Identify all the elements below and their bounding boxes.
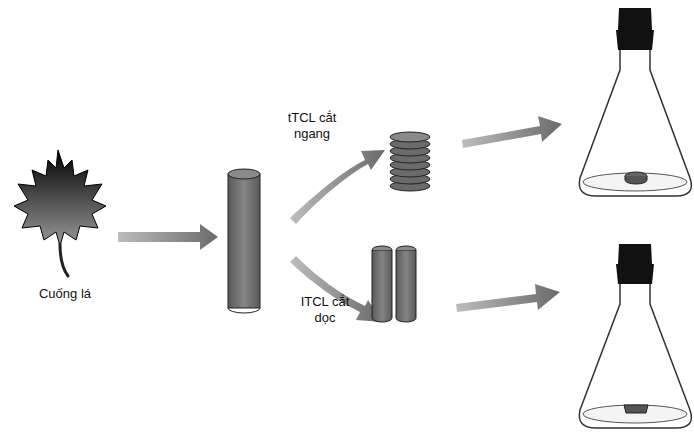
disc-stack	[390, 132, 430, 191]
label: Cuống lá	[20, 286, 110, 302]
arrow	[456, 116, 562, 312]
arrow	[118, 224, 218, 250]
label: ITCL cắt dọc	[289, 294, 361, 325]
flask	[579, 8, 691, 196]
flask	[579, 244, 691, 428]
split-cylinder	[372, 246, 416, 322]
disc	[390, 132, 430, 142]
leaf	[14, 150, 106, 276]
label: tTCL cắt ngang	[272, 110, 352, 141]
petiole-cylinder	[228, 169, 260, 313]
